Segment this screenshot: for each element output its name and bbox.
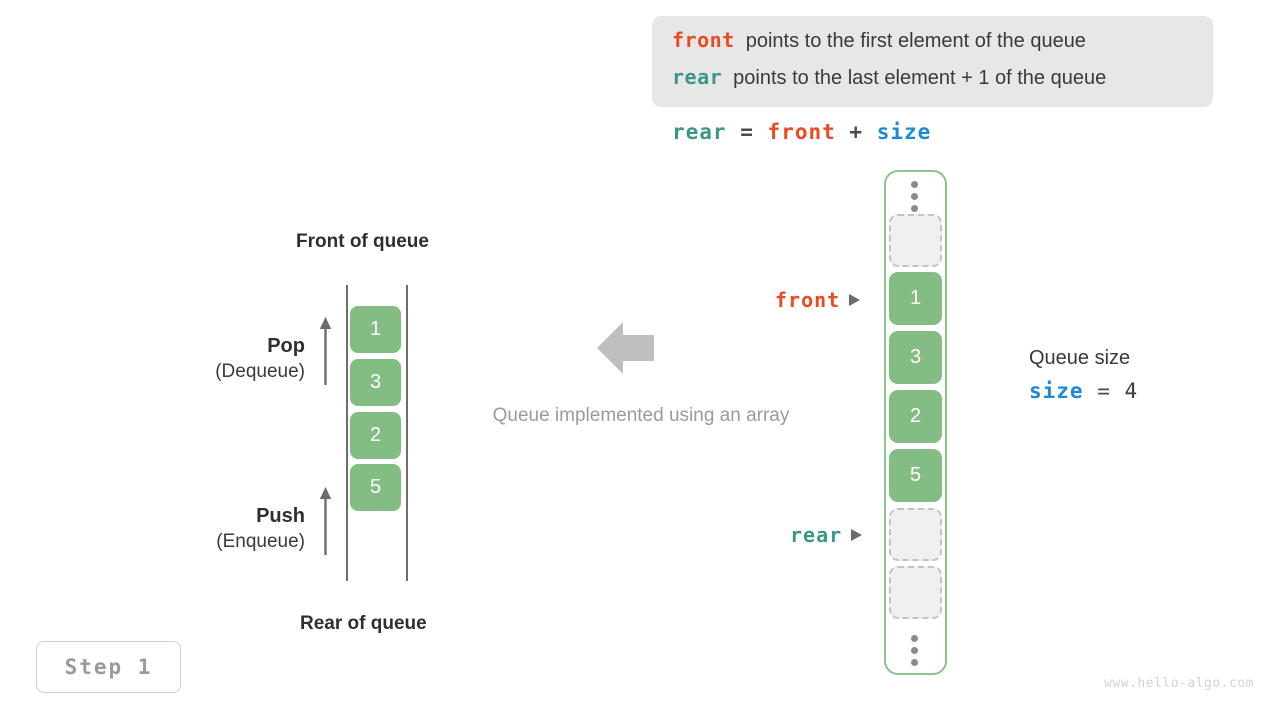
array-cell-filled: 3 (889, 331, 942, 384)
queue-size-expression: size = 4 (1029, 376, 1138, 406)
push-title: Push (256, 505, 305, 527)
array-cell-empty (889, 566, 942, 619)
array-ellipsis-top (911, 181, 919, 217)
front-of-queue-label: Front of queue (296, 231, 429, 252)
front-pointer-label: front (775, 288, 841, 312)
pop-title: Pop (267, 335, 305, 357)
queue-rail-right (406, 285, 408, 581)
pointer-triangle-icon (849, 294, 861, 306)
legend-text-rear: points to the last element + 1 of the qu… (733, 67, 1107, 89)
left-arrow-icon (597, 322, 654, 379)
array-cell-filled: 5 (889, 449, 942, 502)
rear-pointer-label: rear (790, 523, 843, 547)
queue-size-label: Queue size (1029, 347, 1131, 369)
size-value: 4 (1124, 379, 1139, 403)
queue-cell: 1 (350, 306, 401, 353)
queue-cell: 5 (350, 464, 401, 511)
array-cell-filled: 2 (889, 390, 942, 443)
array-cell-empty (889, 214, 942, 267)
size-variable: size (1029, 379, 1084, 403)
push-arrow-icon (319, 487, 332, 560)
size-equals: = (1097, 379, 1111, 403)
legend-line-rear: rear points to the last element + 1 of t… (672, 65, 1193, 102)
legend-keyword-rear: rear (672, 65, 723, 89)
formula-lhs: rear (672, 120, 727, 144)
step-badge: Step 1 (36, 641, 181, 693)
rear-pointer: rear (790, 523, 863, 547)
pop-arrow-icon (319, 317, 332, 390)
array-cell-empty (889, 508, 942, 561)
formula-plus: + (849, 120, 864, 144)
legend-line-front: front points to the first element of the… (672, 28, 1193, 65)
formula-rhs-size: size (876, 120, 932, 144)
legend-text-front: points to the first element of the queue (745, 30, 1086, 52)
pointer-triangle-icon (851, 529, 863, 541)
array-ellipsis-bottom (911, 635, 919, 671)
rear-of-queue-label: Rear of queue (300, 613, 427, 634)
queue-rail-left (346, 285, 348, 581)
watermark: www.hello-algo.com (1104, 676, 1254, 691)
formula-equals: = (740, 120, 754, 144)
legend-box: front points to the first element of the… (652, 16, 1213, 107)
legend-keyword-front: front (672, 28, 735, 52)
middle-caption: Queue implemented using an array (492, 405, 790, 426)
push-label: Push (Enqueue) (150, 503, 305, 555)
queue-cell: 2 (350, 412, 401, 459)
queue-cell: 3 (350, 359, 401, 406)
array-cell-filled: 1 (889, 272, 942, 325)
front-pointer: front (775, 288, 861, 312)
pop-label: Pop (Dequeue) (150, 333, 305, 385)
formula: rear = front + size (672, 120, 931, 144)
push-subtitle: (Enqueue) (216, 531, 305, 552)
formula-rhs-front: front (767, 120, 836, 144)
pop-subtitle: (Dequeue) (215, 361, 305, 382)
queue-size-note: Queue size size = 4 (1029, 344, 1138, 406)
